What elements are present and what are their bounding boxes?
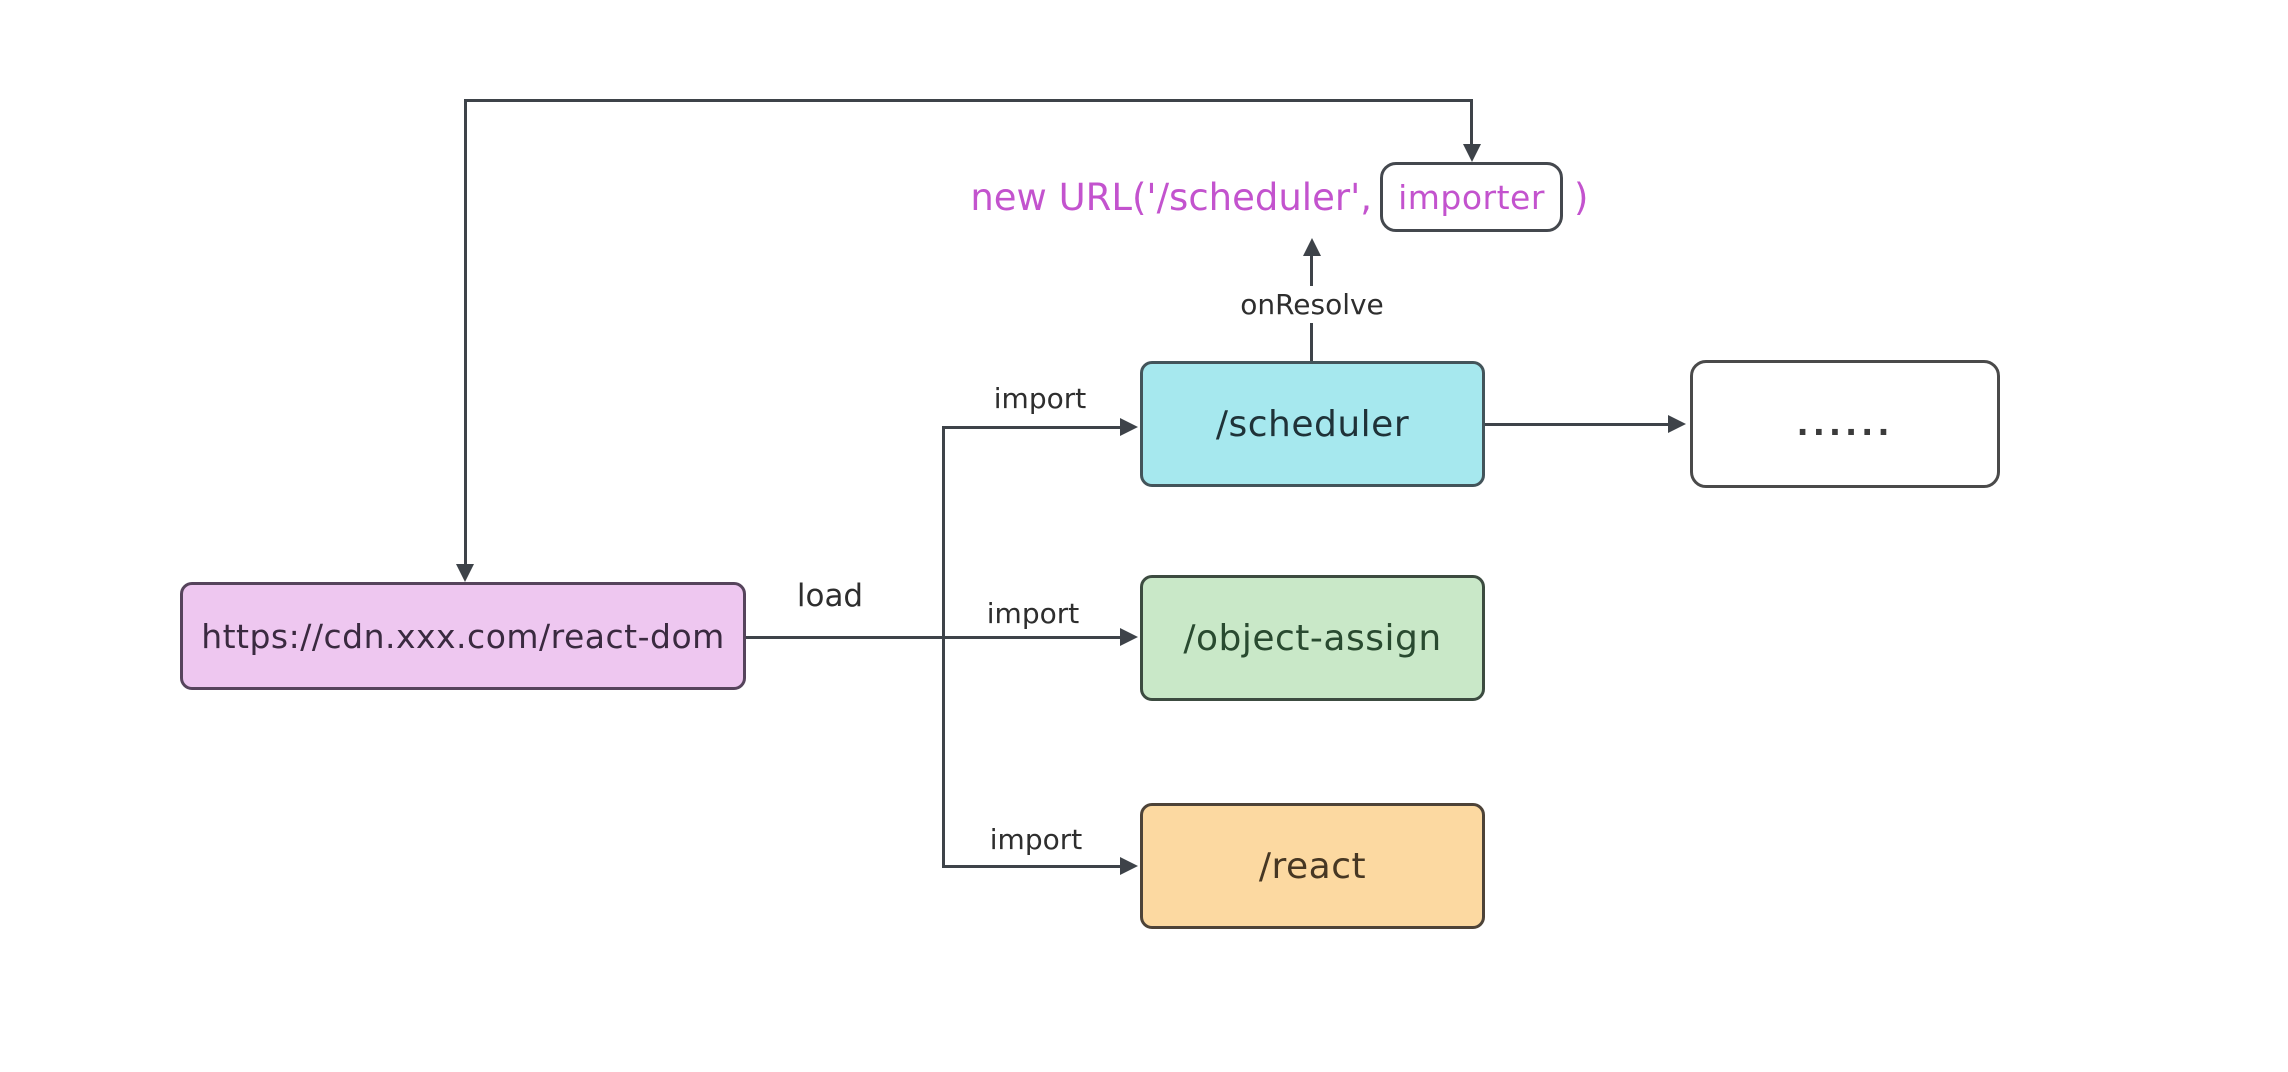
load-label: load [796,578,864,614]
arrowhead-into-more-icon [1668,415,1686,433]
scheduler-more-line [1485,423,1673,426]
expression-prefix: new URL('/scheduler', [970,176,1372,219]
arrowhead-into-object-assign-icon [1120,628,1138,646]
importer-box: importer [1380,162,1563,232]
load-line [746,636,1123,639]
import-label-object-assign: import [986,597,1080,630]
react-label: /react [1258,845,1367,887]
loop-top-line [464,99,1473,102]
object-assign-label: /object-assign [1183,617,1442,659]
junction-line [942,426,945,868]
object-assign-node: /object-assign [1140,575,1485,701]
import-label-scheduler: import [993,382,1087,415]
import-react-line [942,865,1123,868]
import-scheduler-line [942,426,1123,429]
loop-left-line [464,99,467,567]
arrowhead-into-importer-icon [1463,144,1481,162]
expression-suffix: ) [1574,176,1589,219]
arrowhead-onresolve-icon [1303,238,1321,256]
scheduler-node: /scheduler [1140,361,1485,487]
cdn-react-dom-node: https://cdn.xxx.com/react-dom [180,582,746,690]
arrowhead-into-react-icon [1120,857,1138,875]
import-label-react: import [989,823,1083,856]
importer-label: importer [1398,177,1545,217]
onresolve-label: onResolve [1212,286,1412,323]
arrowhead-into-scheduler-icon [1120,418,1138,436]
arrowhead-into-cdn-icon [456,564,474,582]
cdn-react-dom-label: https://cdn.xxx.com/react-dom [201,616,725,656]
more-node: ...... [1690,360,2000,488]
more-label: ...... [1796,405,1894,443]
react-node: /react [1140,803,1485,929]
loop-right-line [1470,99,1473,147]
scheduler-label: /scheduler [1215,403,1410,445]
